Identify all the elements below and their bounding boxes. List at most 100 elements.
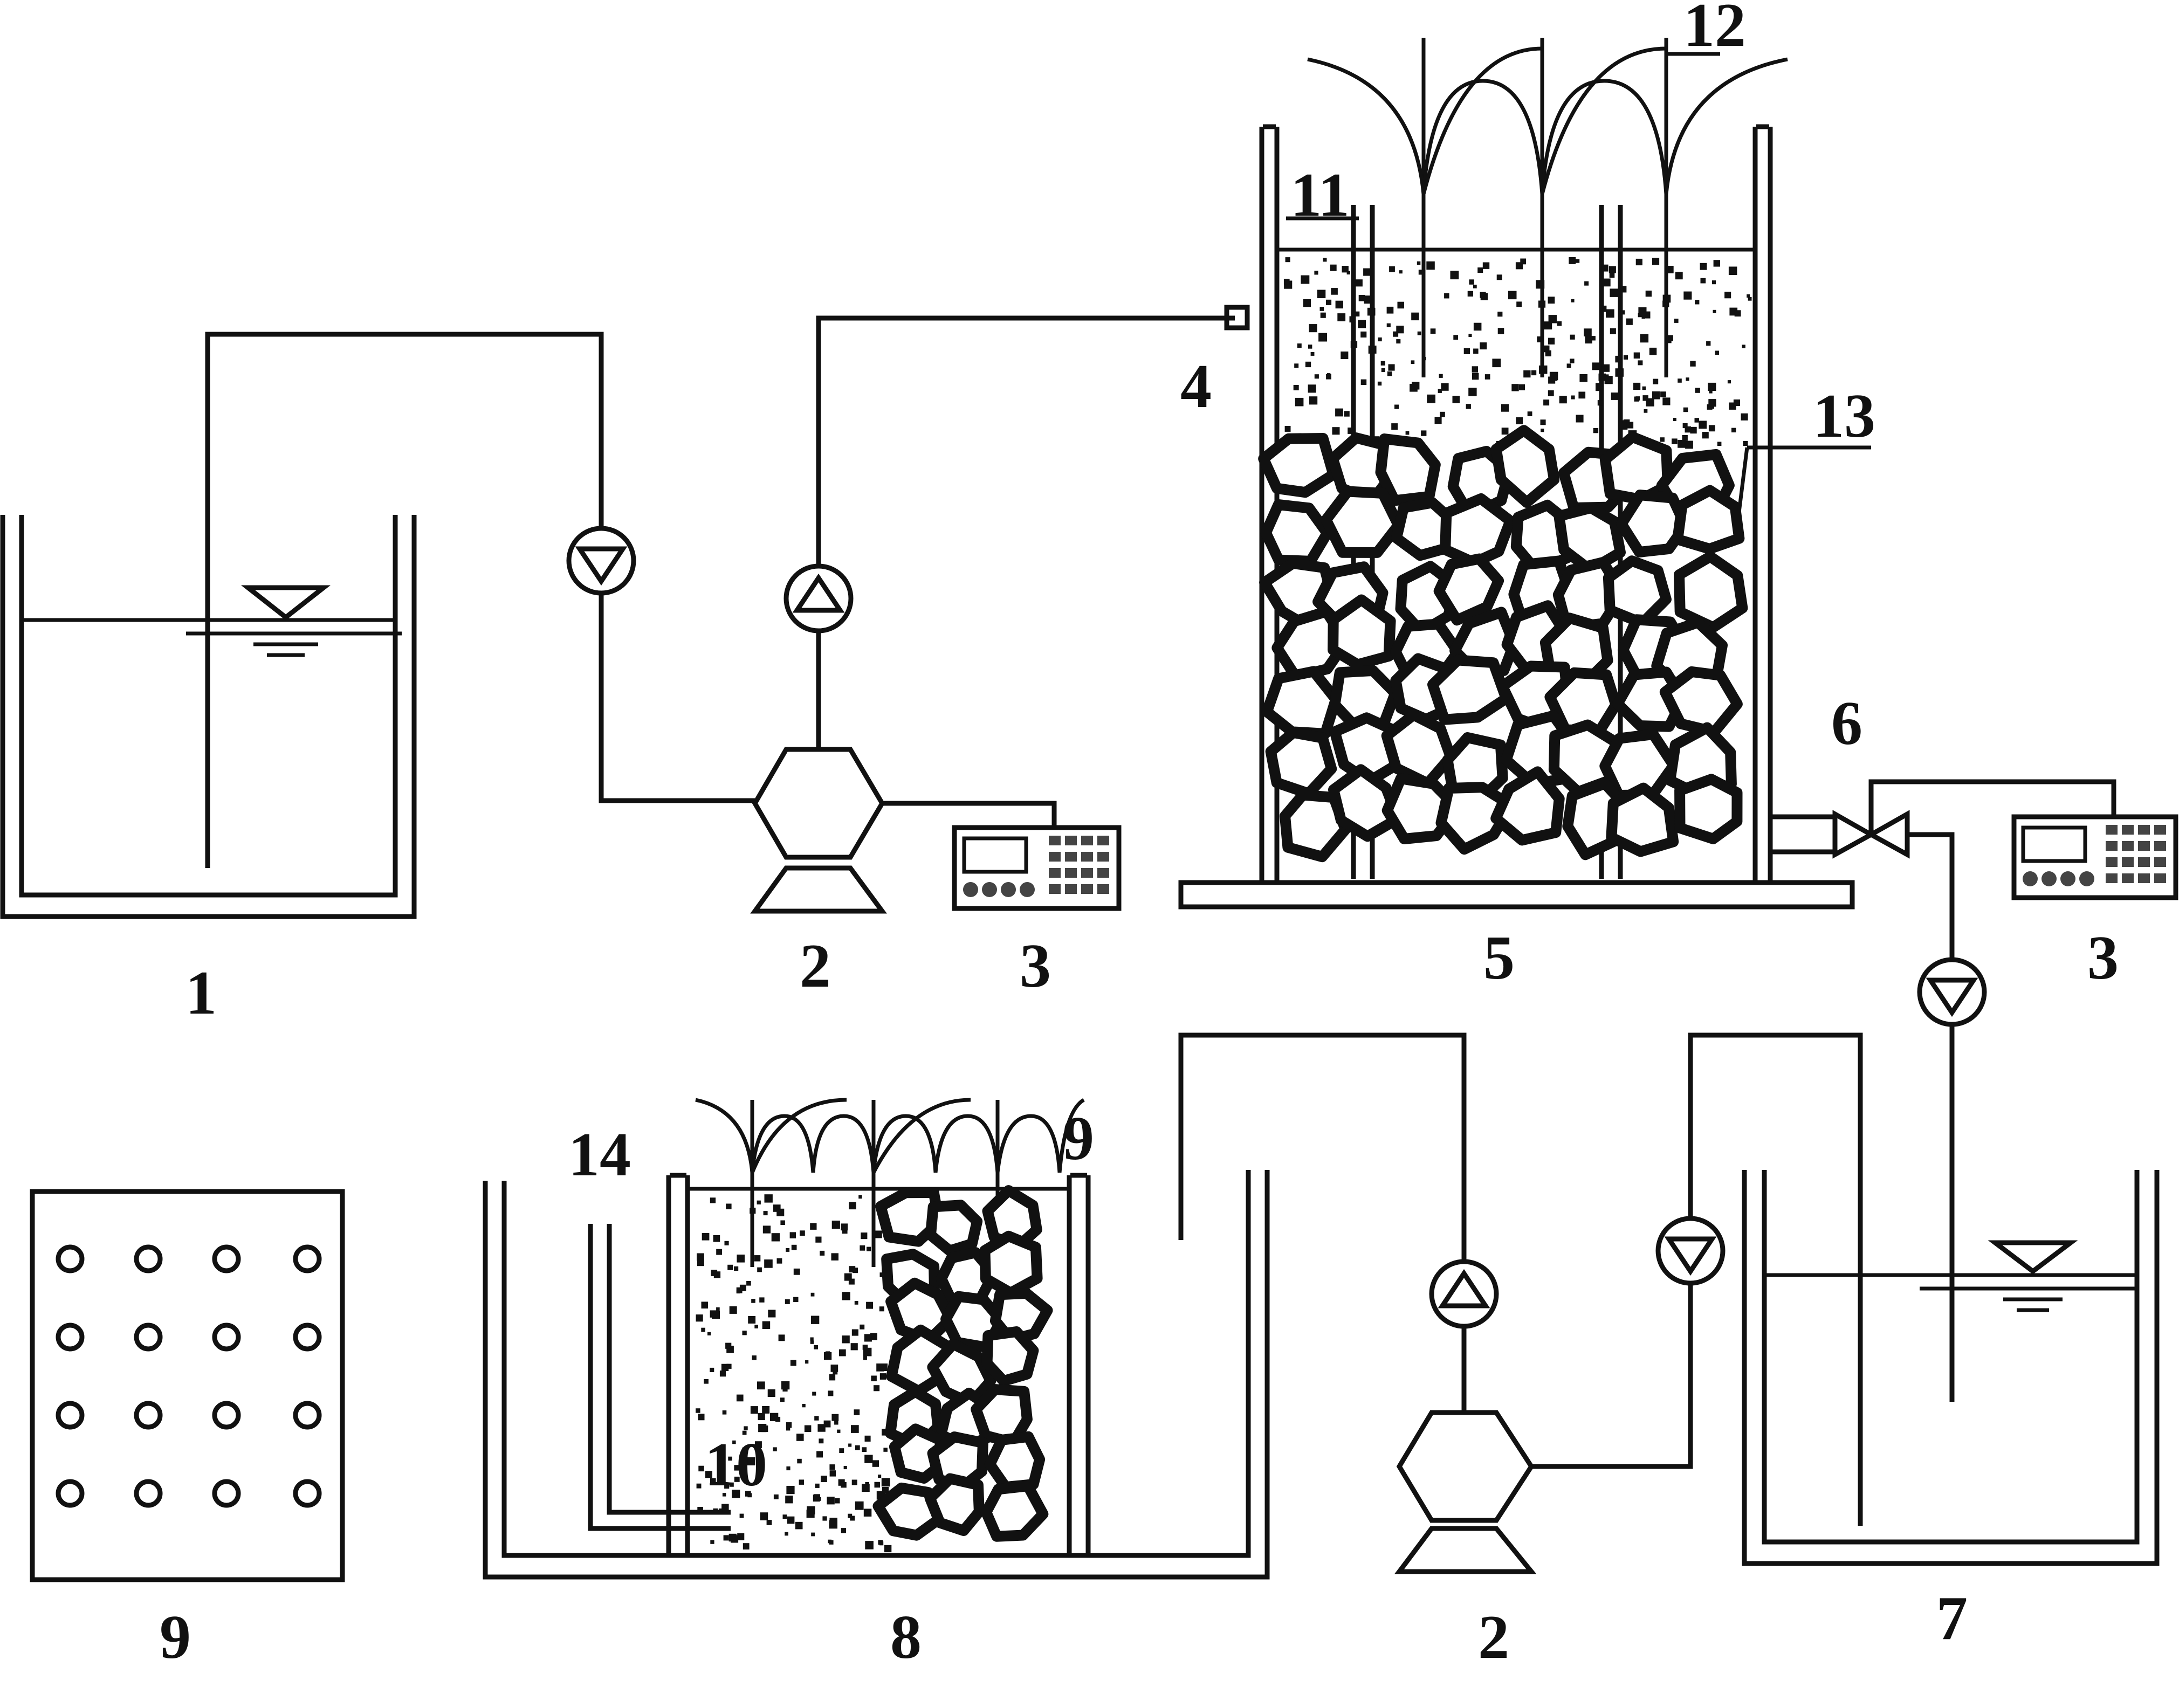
particle (762, 1225, 771, 1234)
particle (1623, 420, 1627, 425)
particle (763, 1211, 768, 1216)
particle (1317, 290, 1326, 298)
particle (1642, 395, 1648, 401)
particle (1472, 373, 1479, 380)
media-stone (1674, 774, 1743, 844)
particle (1570, 359, 1575, 363)
particle (1331, 288, 1338, 295)
particle (1386, 306, 1394, 314)
particle (1591, 336, 1596, 341)
particle (1355, 279, 1363, 287)
particle (1645, 291, 1652, 297)
particle (1548, 390, 1554, 396)
particle (854, 1301, 858, 1305)
particle (1412, 382, 1420, 390)
particle (1557, 321, 1562, 326)
particle (816, 1451, 823, 1458)
particle (1576, 415, 1584, 423)
particle (1360, 379, 1367, 385)
particle (696, 1408, 700, 1413)
particle (834, 1498, 840, 1504)
particle (1394, 404, 1399, 409)
water-level-symbol-1 (186, 585, 402, 657)
particle (1633, 382, 1641, 390)
particle (1682, 435, 1688, 441)
particle (822, 1516, 827, 1521)
particle (795, 1521, 803, 1530)
particle (726, 1363, 732, 1369)
particle (1601, 264, 1609, 272)
particle (1678, 378, 1682, 383)
particle (1570, 334, 1575, 340)
particle (817, 1424, 826, 1432)
particle (716, 1249, 723, 1255)
particle (1387, 371, 1392, 376)
particle (874, 1230, 882, 1238)
particle (1497, 328, 1504, 334)
particle (1747, 294, 1750, 298)
particle (776, 1208, 785, 1216)
particle (863, 1509, 872, 1517)
label-7: 7 (1936, 1584, 1968, 1653)
particle (810, 1292, 815, 1297)
media-stone (980, 1480, 1049, 1542)
particle (1635, 396, 1640, 401)
particle (741, 1461, 747, 1466)
particle (1683, 407, 1688, 412)
particle (748, 1316, 756, 1324)
particle (1579, 374, 1587, 382)
particle (863, 1347, 872, 1356)
particle (780, 1397, 785, 1402)
particle (828, 1390, 834, 1396)
label-9: 9 (160, 1603, 191, 1672)
particle (790, 1360, 796, 1366)
particle (833, 1369, 838, 1375)
particle (1538, 365, 1548, 374)
controller-3a (952, 825, 1122, 911)
particle (844, 1273, 852, 1281)
media-stone (872, 1482, 944, 1541)
particle (1523, 370, 1531, 378)
particle (805, 1360, 809, 1364)
particle (1440, 411, 1445, 417)
particle (1713, 260, 1720, 267)
particle (1393, 331, 1399, 337)
particle (831, 1414, 839, 1421)
label-2-pump: 2 (800, 932, 831, 1001)
particle (1649, 347, 1657, 355)
plate-hole (212, 1323, 241, 1352)
flowmeter-down-3 (1655, 1216, 1726, 1286)
aerator-wires-8 (695, 1098, 1085, 1267)
particle (851, 1329, 858, 1336)
particle (1452, 396, 1460, 403)
label-8: 8 (890, 1603, 922, 1672)
particle (874, 1385, 880, 1392)
particle (743, 1543, 750, 1549)
particle (1548, 297, 1555, 304)
particle (864, 1435, 871, 1442)
particle (810, 1316, 820, 1324)
particle (750, 1406, 758, 1414)
particle (1397, 301, 1404, 309)
particle (1305, 361, 1311, 368)
particle (1381, 368, 1385, 373)
particle (1308, 345, 1312, 349)
particle (1702, 432, 1709, 439)
particle (1544, 321, 1552, 330)
particle (1477, 267, 1483, 273)
particle (815, 1483, 820, 1488)
particle (736, 1290, 740, 1294)
particle (1516, 301, 1522, 307)
particle (1615, 355, 1622, 363)
particle (1314, 271, 1318, 275)
particle (721, 1504, 729, 1511)
particle (849, 1266, 856, 1273)
particle (1350, 341, 1358, 348)
particle (1660, 437, 1665, 442)
particle (866, 1301, 873, 1309)
particle (1318, 333, 1327, 342)
label-9-inner: 9 (1063, 1104, 1094, 1173)
particle (858, 1195, 862, 1199)
particle (1341, 352, 1349, 360)
particle (1283, 279, 1290, 285)
